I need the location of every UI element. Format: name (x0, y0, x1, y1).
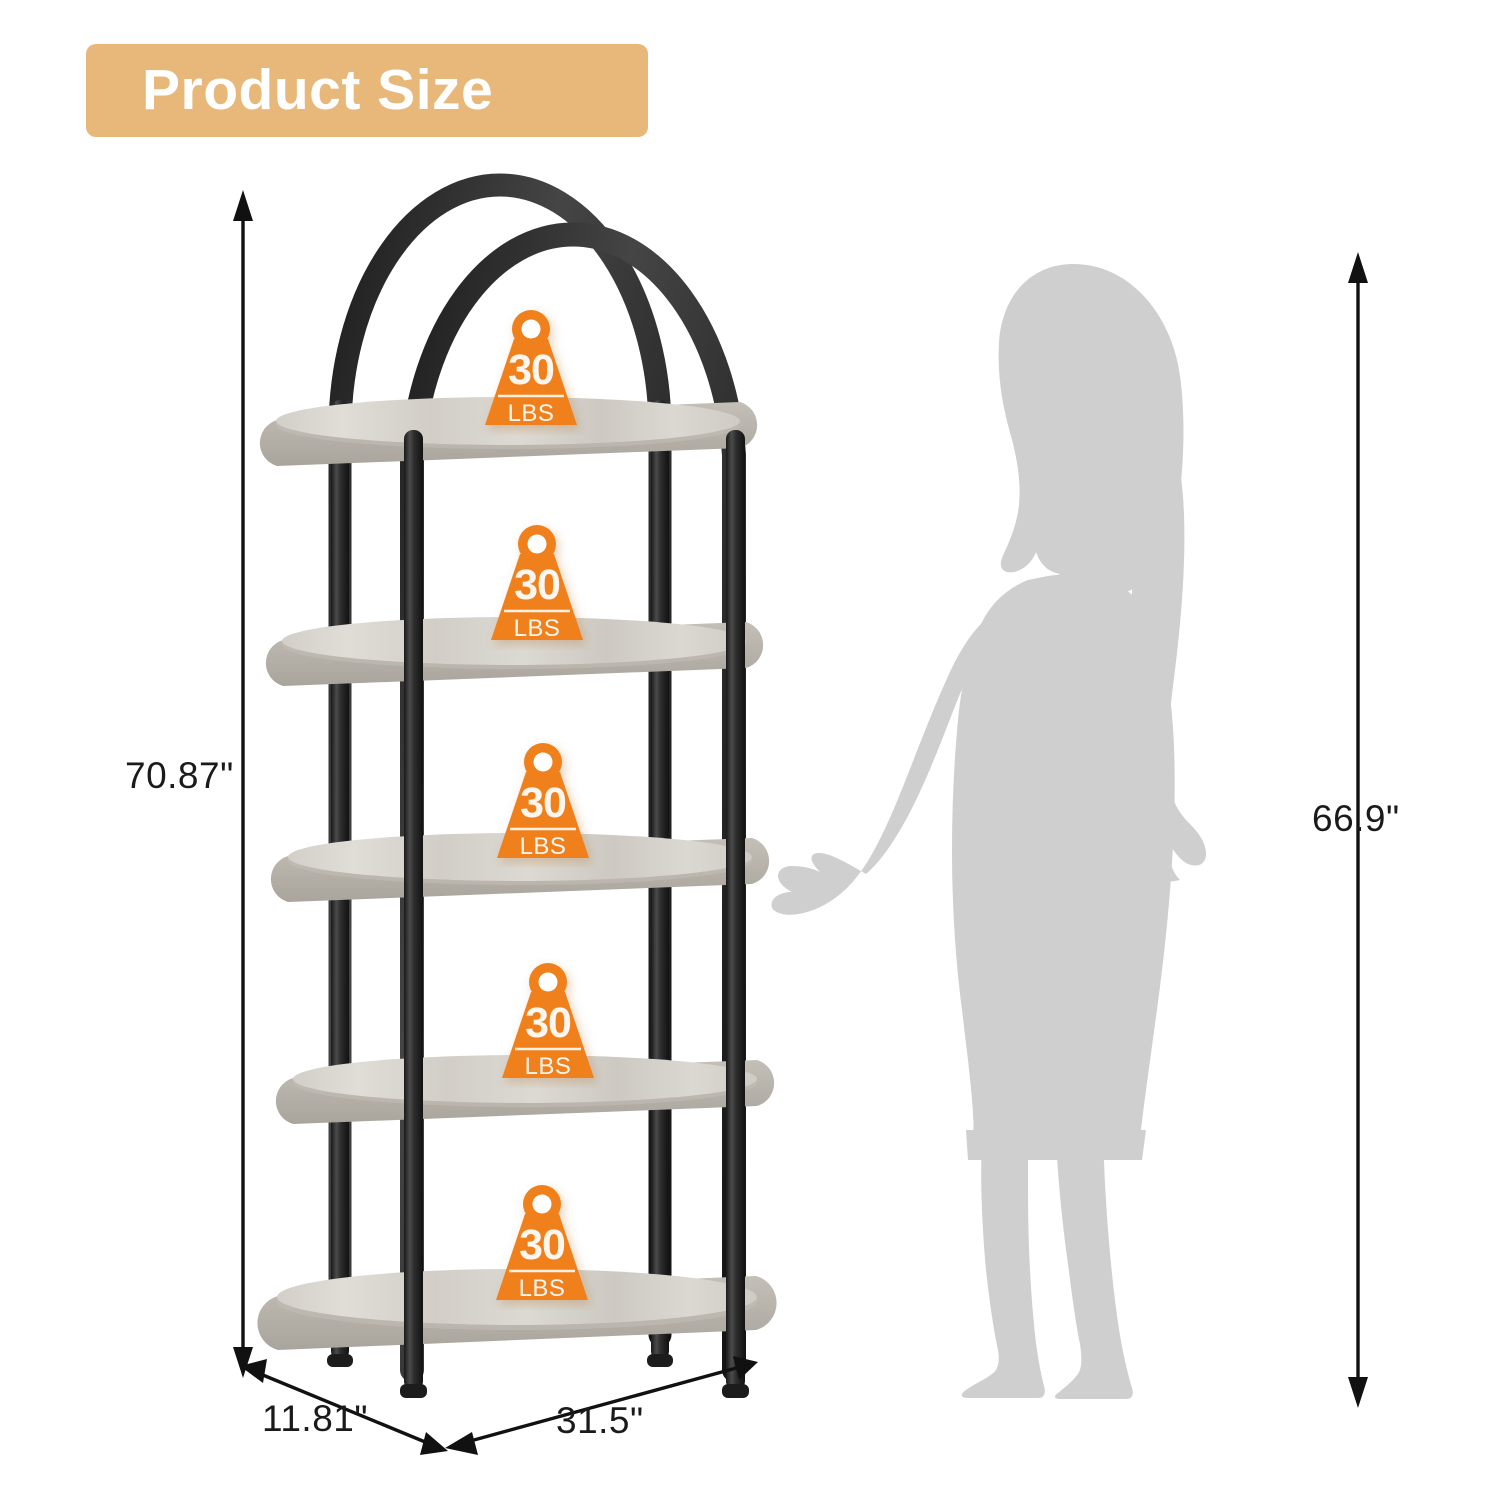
front-legs (400, 430, 749, 1398)
weight-badge: 30 LBS (489, 738, 597, 868)
weight-value: 30 (508, 346, 555, 394)
front-arch (400, 222, 746, 1382)
weight-badge: 30 LBS (488, 1180, 596, 1310)
weight-icon (485, 310, 577, 425)
weight-unit: LBS (507, 400, 555, 427)
weight-unit: LBS (518, 1275, 566, 1302)
person-height-label: 66.9" (1312, 798, 1400, 839)
page-title: Product Size (142, 58, 494, 122)
product-size-banner: Product Size (86, 44, 648, 137)
depth-label: 11.81" (262, 1398, 368, 1439)
width-label: 31.5" (556, 1400, 644, 1441)
person-silhouette (771, 263, 1206, 1399)
weight-value: 30 (525, 999, 572, 1047)
weight-icon (496, 1185, 588, 1300)
weight-icon (502, 963, 594, 1078)
weight-icon (497, 743, 589, 858)
back-leg-feet (327, 1354, 673, 1367)
weight-unit: LBS (524, 1053, 572, 1080)
weight-badge: 30 LBS (477, 305, 585, 435)
weight-unit: LBS (519, 833, 567, 860)
back-arch (328, 173, 672, 1347)
weight-value: 30 (514, 561, 561, 609)
weight-value: 30 (519, 1221, 566, 1269)
weight-unit: LBS (513, 615, 561, 642)
height-label: 70.87" (125, 755, 234, 796)
weight-icon (491, 525, 583, 640)
weight-badge: 30 LBS (483, 520, 591, 650)
shelf-2 (265, 617, 764, 686)
weight-badge: 30 LBS (494, 958, 602, 1088)
weight-value: 30 (520, 779, 567, 827)
